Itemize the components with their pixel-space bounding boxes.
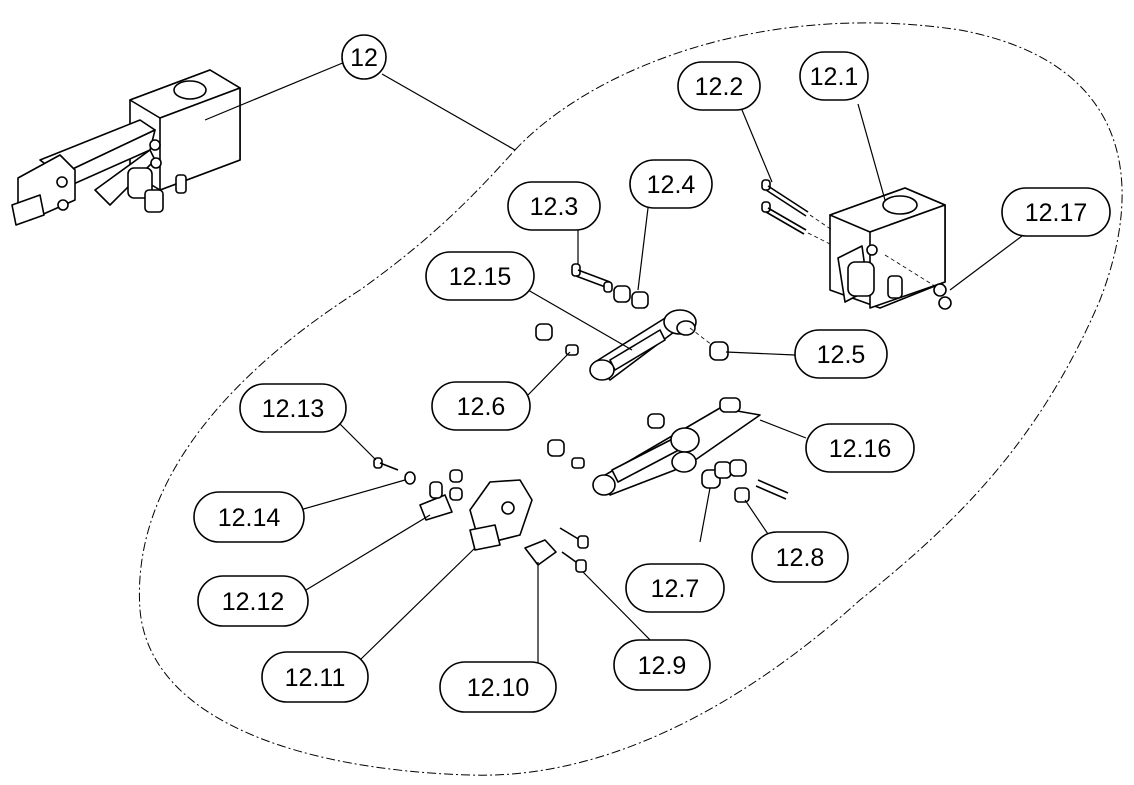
callout-12-6: 12.6 (431, 381, 531, 431)
callout-12-10: 12.10 (439, 661, 557, 713)
axis-12-5 (689, 327, 713, 346)
pin-12-6-drawing (535, 323, 579, 356)
callout-12-5-label: 12.5 (817, 341, 866, 369)
housing-12-1-drawing (829, 187, 946, 309)
callout-12-4-label: 12.4 (647, 171, 696, 199)
main-assembly-drawing (11, 69, 241, 226)
callout-12-14-label: 12.14 (218, 504, 281, 532)
callout-12-1: 12.1 (799, 51, 869, 101)
callout-12-3-label: 12.3 (530, 193, 579, 221)
callout-12-13: 12.13 (239, 383, 347, 433)
callout-12-9: 12.9 (613, 639, 711, 691)
lever-12-16-drawing (592, 397, 761, 496)
screws-12-2-drawing (761, 179, 809, 235)
screws-12-9-drawing (559, 527, 589, 573)
callout-12-10-label: 12.10 (467, 674, 530, 702)
callout-12-11: 12.11 (261, 651, 369, 703)
spacer-12-8-drawing (714, 459, 789, 503)
callout-12-7: 12.7 (625, 563, 725, 613)
callout-12-16-label: 12.16 (829, 435, 892, 463)
callout-12-17: 12.17 (1001, 187, 1111, 237)
callout-12-11-label: 12.11 (285, 664, 346, 692)
leader-lines (204, 61, 1023, 663)
leader-12-boundary (381, 73, 516, 151)
callout-12-17-label: 12.17 (1025, 199, 1088, 227)
callout-12-6-label: 12.6 (457, 393, 506, 421)
clamp-12-12-drawing (419, 481, 453, 521)
callout-12-8: 12.8 (751, 531, 849, 583)
callout-12-15: 12.15 (425, 251, 535, 301)
callout-12-2: 12.2 (677, 61, 761, 111)
callout-12-7-label: 12.7 (651, 575, 700, 603)
callout-12-12-label: 12.12 (222, 588, 285, 616)
callout-12-15-label: 12.15 (449, 263, 512, 291)
callout-12-4: 12.4 (629, 159, 713, 209)
detail-boundary (138, 22, 1123, 776)
axis-12-2-a (809, 214, 833, 231)
pin-12-3-drawing (571, 263, 613, 293)
callout-12-label: 12 (350, 44, 378, 72)
knob-12-10-drawing (524, 539, 557, 566)
spacers-12-4-drawing (613, 285, 649, 309)
block-12-11-drawing (469, 479, 533, 551)
nuts-12-11-drawing (449, 469, 463, 501)
callout-12-3: 12.3 (507, 181, 601, 231)
callout-12-2-label: 12.2 (695, 73, 744, 101)
axis-12-17 (884, 254, 939, 289)
callout-12: 12 (341, 34, 387, 80)
screw-12-13-drawing (373, 457, 399, 471)
bush-12-5-drawing (709, 341, 729, 361)
pin-left-12-16-drawing (547, 439, 585, 469)
callout-12-13-label: 12.13 (262, 395, 325, 423)
axis-12-2-b (807, 232, 833, 246)
callout-12-1-label: 12.1 (810, 63, 859, 91)
callout-12-12: 12.12 (197, 575, 309, 627)
lever-12-15-drawing (589, 309, 697, 381)
callout-12-16: 12.16 (805, 423, 915, 473)
callout-12-9-label: 12.9 (638, 652, 687, 680)
nuts-12-17-drawing (933, 283, 952, 310)
washer-12-14-drawing (404, 471, 416, 485)
callout-12-8-label: 12.8 (776, 544, 825, 572)
callout-12-5: 12.5 (794, 329, 888, 379)
callout-12-14: 12.14 (193, 491, 305, 543)
